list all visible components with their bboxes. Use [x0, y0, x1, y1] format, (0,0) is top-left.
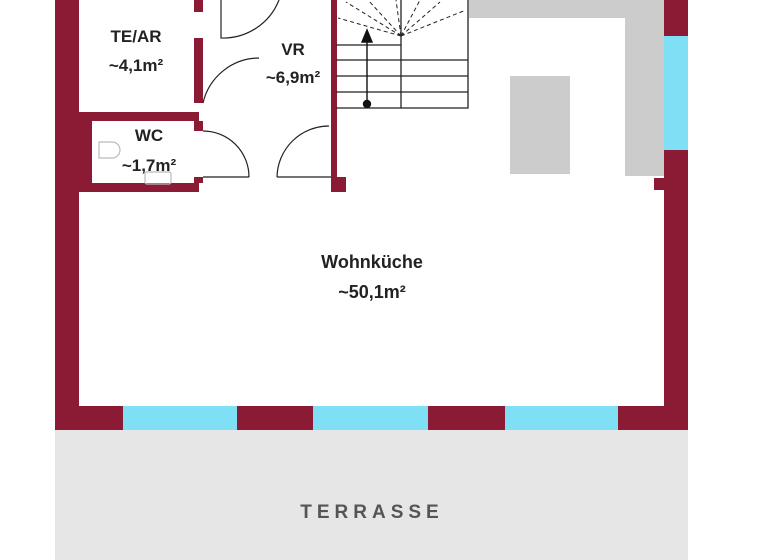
room-name-te-ar: TE/AR	[111, 27, 162, 46]
door-hall-bottom	[276, 125, 330, 178]
kitchen-counter-right	[625, 0, 664, 176]
staircase	[336, 0, 469, 109]
wall-partition-mid	[194, 38, 203, 103]
wall-hall-right	[331, 0, 337, 192]
stair-outer-edge	[336, 0, 469, 109]
terrace-area	[55, 430, 688, 560]
room-area-te-ar: ~4,1m²	[109, 56, 164, 75]
stair-dashed-tread	[400, 0, 421, 37]
wc-fixtures	[98, 141, 172, 185]
windows	[123, 36, 688, 430]
wall-wc-left	[79, 121, 92, 187]
window-bottom-2	[313, 406, 428, 430]
doors	[202, 0, 331, 178]
wall-hall-corner	[331, 177, 346, 192]
kitchen-counter-top	[469, 0, 664, 18]
stair-dashed-tread	[345, 1, 402, 37]
kitchen-units	[469, 0, 664, 176]
stair-arrow-start	[362, 99, 372, 109]
stair-dashed-tread	[395, 0, 402, 37]
stair-dashed-tread	[400, 9, 467, 37]
stair-upper-treads	[337, 0, 467, 37]
wall-te-ar-wc	[79, 112, 199, 121]
window-bottom-1	[123, 406, 237, 430]
stair-dashed-tread	[367, 0, 402, 37]
wall-partition-wc	[194, 121, 203, 131]
door-te-ar	[220, 0, 280, 39]
wall-partition-top	[194, 0, 203, 12]
terrace-label: TERRASSE	[300, 502, 443, 523]
room-area-vr: ~6,9m²	[266, 68, 321, 87]
window-right	[664, 36, 688, 150]
wall-left	[55, 0, 79, 430]
stair-direction-arrow	[360, 28, 374, 109]
room-name-wc: WC	[135, 126, 163, 145]
stair-dashed-tread	[337, 17, 402, 37]
window-bottom-3	[505, 406, 618, 430]
stair-arrow-head	[360, 28, 374, 43]
wall-partition-bottom	[194, 177, 203, 183]
wall-wc-bottom	[79, 183, 199, 192]
room-labels: TE/AR ~4,1m² VR ~6,9m² WC ~1,7m² Wohnküc…	[109, 27, 423, 302]
room-name-vr: VR	[281, 40, 305, 59]
room-area-wohnkueche: ~50,1m²	[338, 282, 406, 302]
wc-sink-icon	[144, 171, 172, 185]
room-name-wohnkueche: Wohnküche	[321, 252, 423, 272]
wc-toilet-icon	[98, 141, 121, 159]
stair-dashed-tread	[400, 1, 441, 37]
wall-pier	[654, 178, 664, 190]
door-wc	[202, 130, 250, 178]
kitchen-island	[510, 76, 570, 174]
room-area-wc: ~1,7m²	[122, 156, 177, 175]
door-hall-top	[202, 57, 260, 104]
